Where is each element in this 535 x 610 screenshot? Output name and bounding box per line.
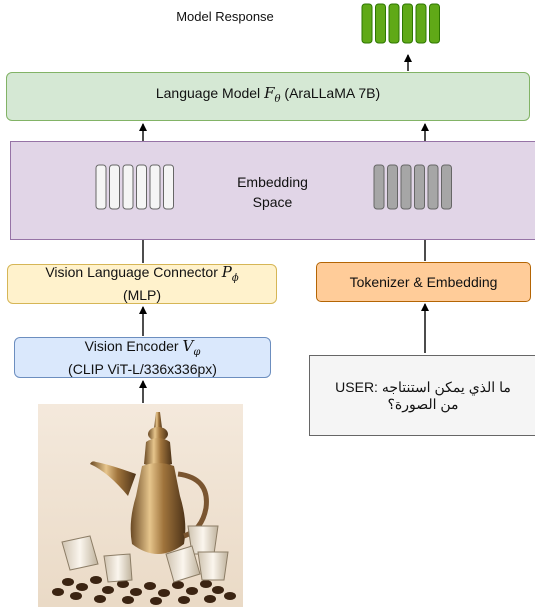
tokenizer-label: Tokenizer & Embedding [349, 273, 498, 290]
encoder-type: (CLIP ViT-L/336x336px) [68, 360, 217, 377]
connector-type: (MLP) [122, 287, 162, 303]
model-response-label: Model Response [176, 9, 274, 24]
embedding-space-label: Embedding Space [237, 174, 308, 210]
connector-symbol: Pϕ [221, 263, 239, 285]
vision-encoder-box: Vision Encoder Vφ (CLIP ViT-L/336x336px) [14, 337, 271, 378]
connector-label: Vision Language Connector [45, 264, 218, 280]
vision-language-connector-box: Vision Language Connector Pϕ (MLP) [7, 264, 277, 304]
encoder-symbol: Vφ [182, 336, 201, 358]
input-image [38, 404, 243, 607]
language-model-box: Language Model Fθ (AraLLaMA 7B) [6, 72, 530, 121]
language-model-symbol: Fθ [264, 84, 281, 106]
language-model-name: (AraLLaMA 7B) [284, 85, 381, 101]
tokenizer-box: Tokenizer & Embedding [316, 262, 531, 302]
language-model-label: Language Model [155, 85, 261, 101]
user-prompt-box: USER: ما الذي يمكن استنتاجه من الصورة؟ [309, 355, 535, 436]
user-prompt-line1: USER: ما الذي يمكن استنتاجه [335, 378, 511, 395]
user-prompt-line2: من الصورة؟ [387, 395, 459, 412]
encoder-label: Vision Encoder [84, 337, 179, 354]
